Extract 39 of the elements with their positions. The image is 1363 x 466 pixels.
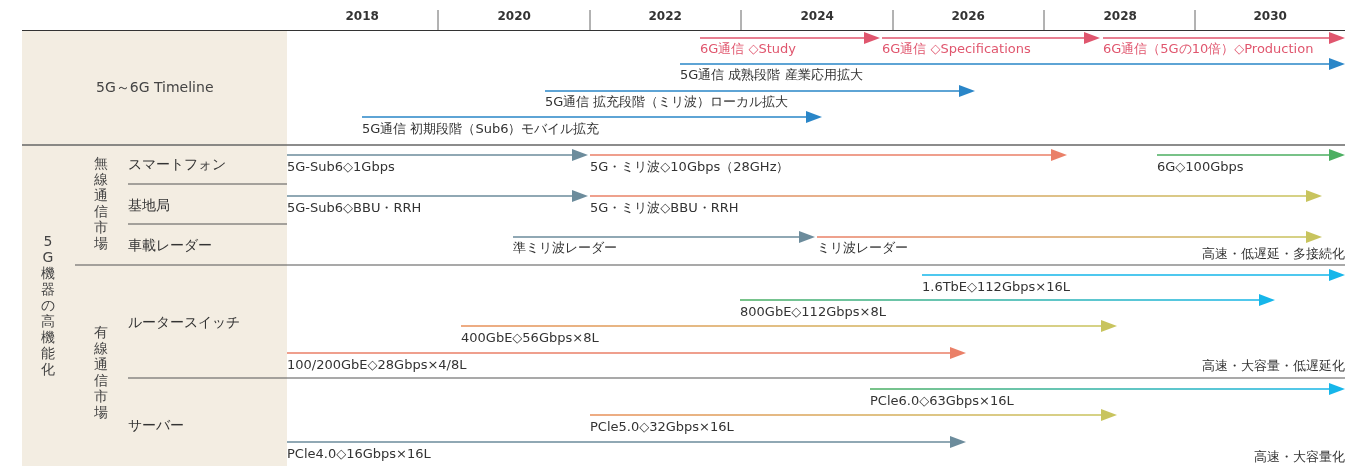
timeline-label: 5G通信 拡充段階（ミリ波）ローカル拡大: [545, 94, 789, 110]
trend-note: 高速・大容量化: [1254, 449, 1345, 465]
timeline-label: 5G-Sub6◇BBU・RRH: [287, 200, 422, 216]
phase-label: 6G通信（5Gの10倍）◇Production: [1103, 41, 1314, 57]
timeline-label: 800GbE◇112Gbps×8L: [740, 304, 886, 320]
timeline-label: 準ミリ波レーダー: [513, 240, 617, 256]
timeline-label: 400GbE◇56Gbps×8L: [461, 330, 599, 346]
timeline-label: 5G・ミリ波◇BBU・RRH: [590, 200, 739, 216]
category-label: 車載レーダー: [128, 237, 212, 253]
timeline-label: 100/200GbE◇28Gbps×4/8L: [287, 357, 467, 373]
timeline-label: 1.6TbE◇112Gbps×16L: [922, 279, 1070, 295]
group-label: 5G機器の高機能化: [41, 233, 55, 377]
category-label: サーバー: [128, 417, 184, 433]
timeline-label: 5G通信 成熟段階 産業応用拡大: [680, 67, 863, 83]
timeline-label: ミリ波レーダー: [817, 240, 908, 256]
timeline-label: PCle4.0◇16Gbps×16L: [287, 446, 431, 462]
phase-label: 6G通信 ◇Study: [700, 41, 796, 57]
timeline-label: PCle6.0◇63Gbps×16L: [870, 393, 1014, 409]
timeline-label: 5G・ミリ波◇10Gbps（28GHz）: [590, 159, 790, 175]
year-label: 2024: [800, 8, 834, 24]
group-label: 有線通信市場: [94, 324, 108, 420]
phase-label: 6G通信 ◇Specifications: [882, 41, 1031, 57]
year-label: 2026: [951, 8, 985, 24]
timeline-label: PCle5.0◇32Gbps×16L: [590, 419, 734, 435]
group-label: 無線通信市場: [94, 155, 108, 251]
trend-note: 高速・大容量・低遅延化: [1202, 358, 1345, 374]
year-label: 2022: [648, 8, 682, 24]
timeline-label: 5G通信 初期段階（Sub6）モバイル拡充: [362, 121, 600, 137]
category-label: ルータースイッチ: [128, 314, 240, 330]
year-label: 2028: [1103, 8, 1137, 24]
year-label: 2020: [497, 8, 531, 24]
category-label: 基地局: [128, 197, 170, 213]
row-heading: 5G～6G Timeline: [96, 79, 214, 95]
year-label: 2030: [1253, 8, 1287, 24]
category-label: スマートフォン: [128, 156, 226, 172]
timeline-label: 6G◇100Gbps: [1157, 159, 1244, 175]
year-label: 2018: [345, 8, 379, 24]
timeline-label: 5G-Sub6◇1Gbps: [287, 159, 395, 175]
trend-note: 高速・低遅延・多接続化: [1202, 246, 1345, 262]
